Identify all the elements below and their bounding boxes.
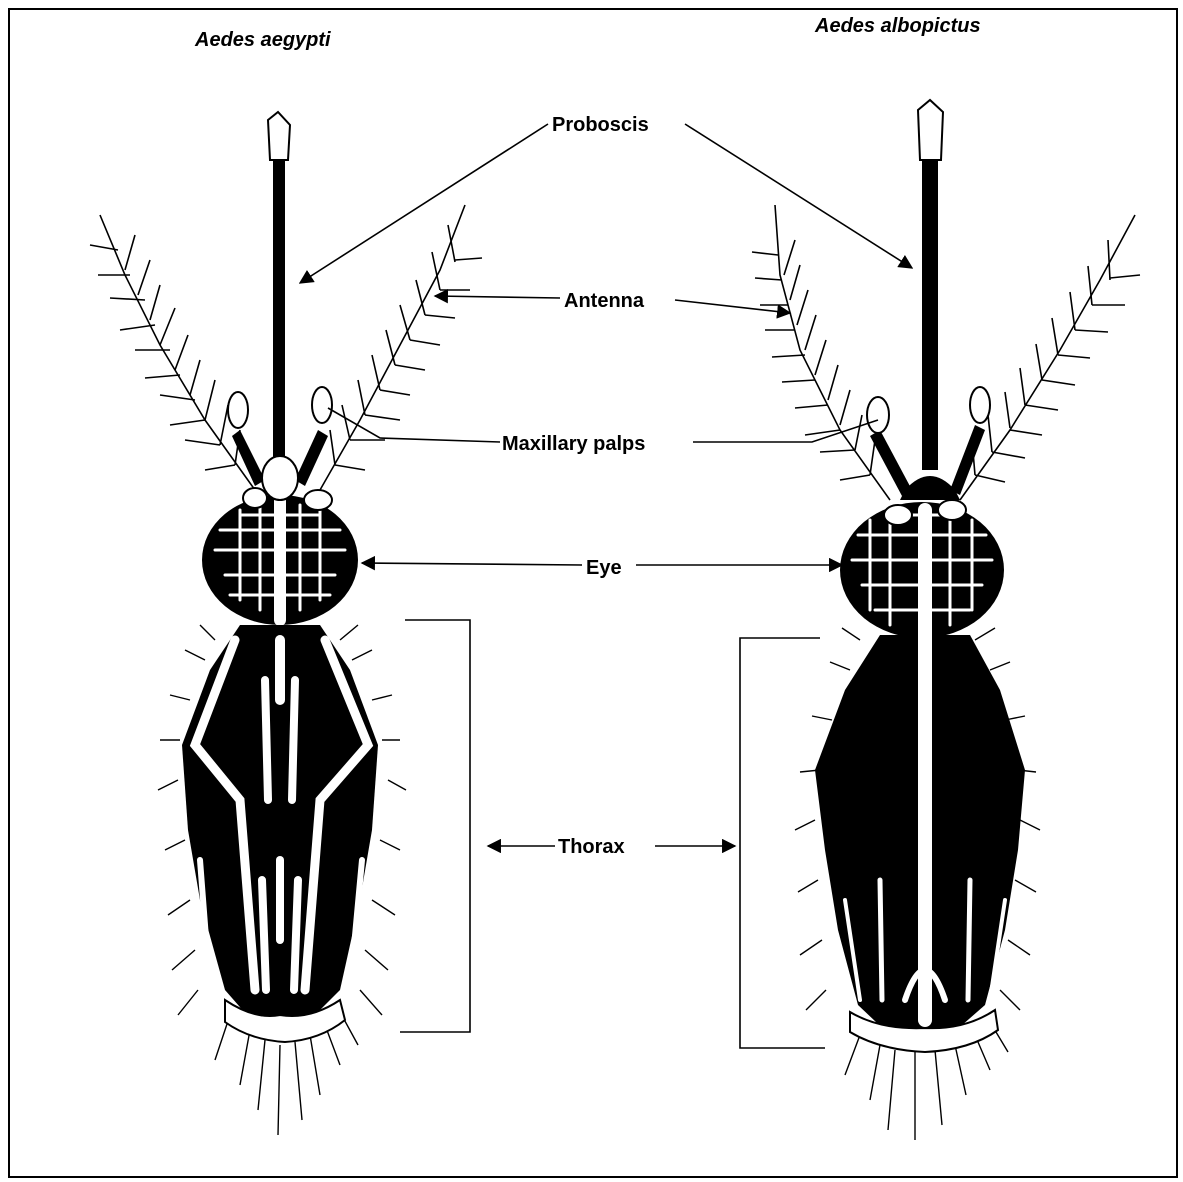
proboscis-pointer-left [300,124,548,283]
left-proboscis [273,160,285,460]
label-thorax: Thorax [558,836,625,858]
palps-pointer-right [693,420,878,442]
aedes-albopictus-illustration [752,100,1140,1140]
leader-lines [300,124,912,846]
palps-pointer-left [328,408,500,442]
proboscis-pointer-right [685,124,912,268]
right-antennae [752,205,1140,500]
right-proboscis [922,160,938,470]
eye-pointer-left [362,563,582,565]
label-proboscis: Proboscis [552,114,649,136]
left-thorax-bracket [400,620,470,1032]
label-maxillary-palps: Maxillary palps [502,433,645,455]
left-eye [202,456,358,625]
left-antennae [90,205,482,490]
left-thorax [182,625,378,1030]
right-proboscis-tip [918,100,943,160]
aedes-aegypti-illustration [90,112,482,1135]
label-antenna: Antenna [564,290,645,312]
antenna-pointer-left [435,296,560,298]
species-title-left: Aedes aegypti [194,29,331,51]
antenna-pointer-right [675,300,790,313]
left-proboscis-tip [268,112,290,160]
species-title-right: Aedes albopictus [814,15,981,37]
right-thorax-bracket [740,638,825,1048]
label-eye: Eye [586,557,622,579]
